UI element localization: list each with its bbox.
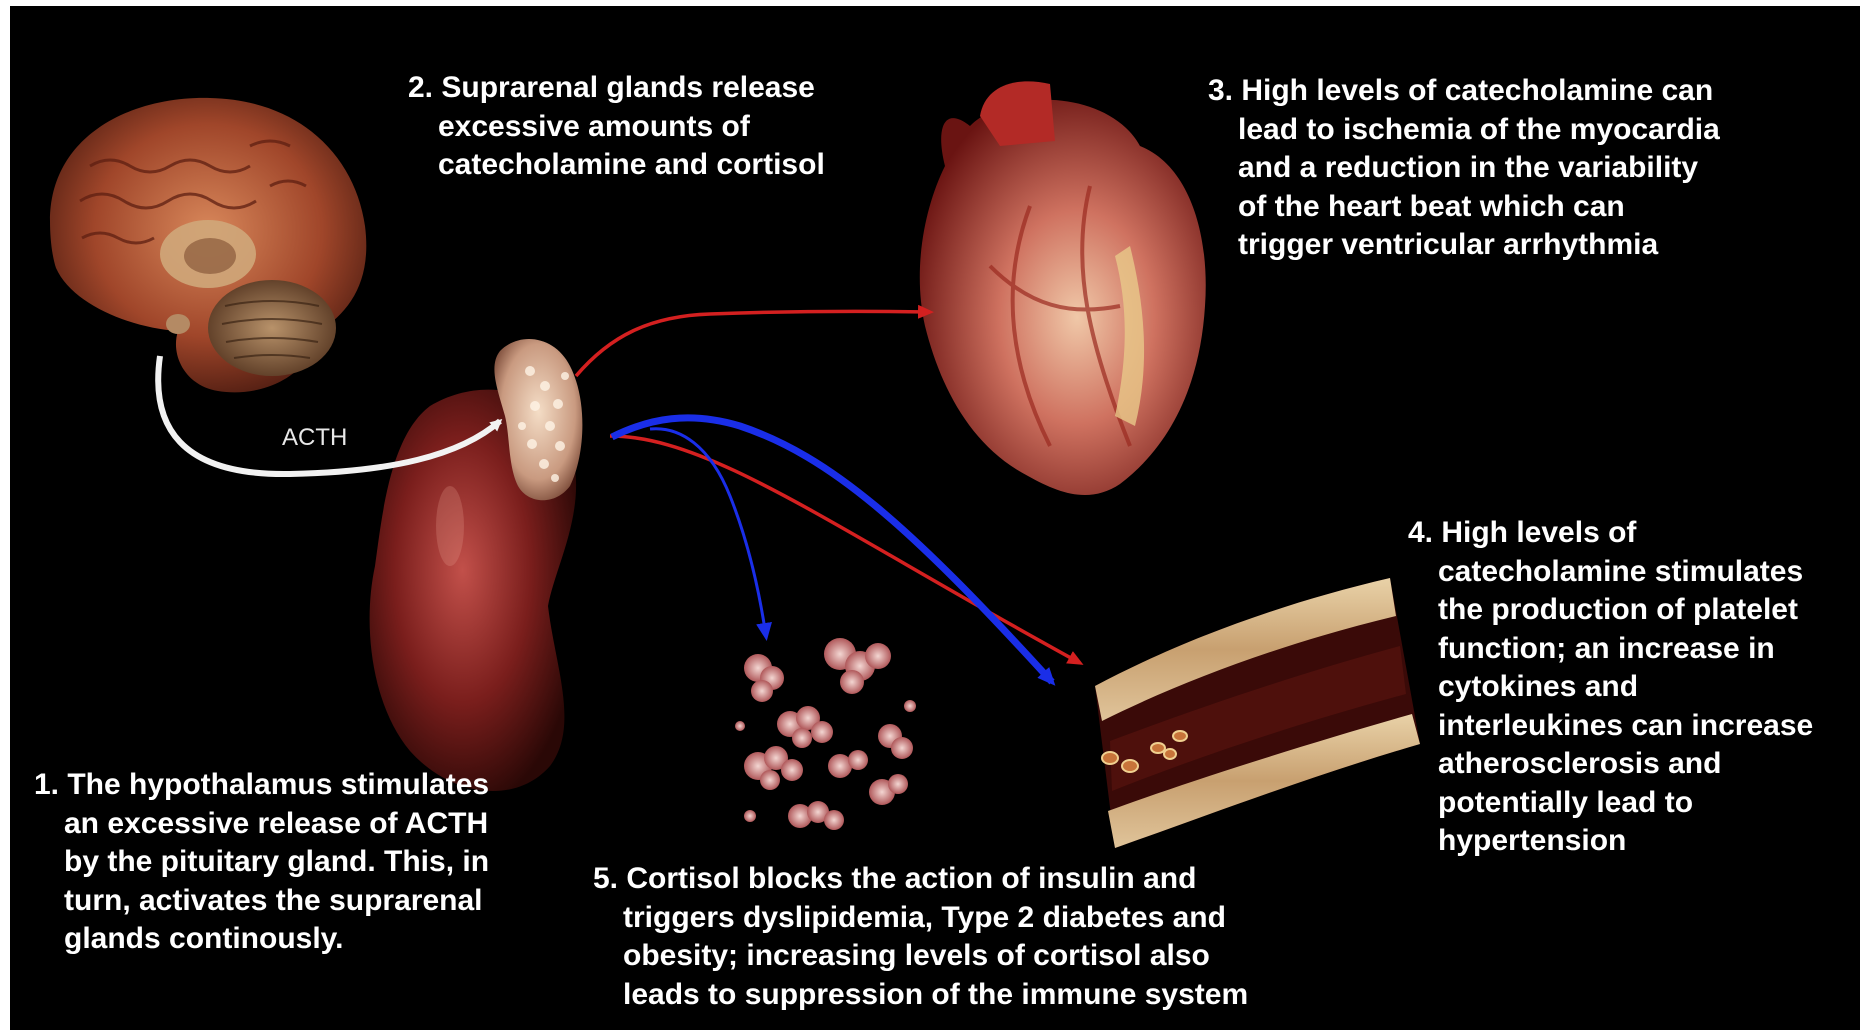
caption-line: lead to ischemia of the myocardia	[1208, 111, 1720, 150]
caption-step-1: 1. The hypothalamus stimulates an excess…	[34, 766, 489, 959]
caption-line: 3. High levels of catecholamine can	[1208, 72, 1720, 111]
acth-label: ACTH	[282, 424, 347, 452]
diagram-canvas: ACTH 1. The hypothalamus stimulates an e…	[10, 6, 1860, 1030]
caption-line: 1. The hypothalamus stimulates	[34, 766, 489, 805]
caption-line: glands continously.	[34, 920, 489, 959]
caption-line: excessive amounts of	[408, 108, 825, 147]
caption-step-3: 3. High levels of catecholamine can lead…	[1208, 72, 1720, 265]
caption-line: the production of platelet	[1408, 591, 1813, 630]
caption-line: leads to suppression of the immune syste…	[593, 976, 1248, 1015]
caption-line: 2. Suprarenal glands release	[408, 69, 825, 108]
caption-step-2: 2. Suprarenal glands release excessive a…	[408, 69, 825, 185]
caption-line: turn, activates the suprarenal	[34, 882, 489, 921]
catecholamine-arrow-to-vessel	[610, 436, 1080, 663]
caption-line: and a reduction in the variability	[1208, 149, 1720, 188]
blood-vessel-illustration	[1095, 578, 1420, 848]
caption-line: atherosclerosis and	[1408, 745, 1813, 784]
caption-line: obesity; increasing levels of cortisol a…	[593, 937, 1248, 976]
caption-line: interleukines can increase	[1408, 707, 1813, 746]
caption-line: potentially lead to	[1408, 784, 1813, 823]
caption-line: an excessive release of ACTH	[34, 805, 489, 844]
caption-line: catecholamine and cortisol	[408, 146, 825, 185]
caption-line: by the pituitary gland. This, in	[34, 843, 489, 882]
caption-line: cytokines and	[1408, 668, 1813, 707]
brain-illustration	[50, 98, 366, 392]
heart-illustration	[920, 81, 1206, 495]
caption-line: triggers dyslipidemia, Type 2 diabetes a…	[593, 899, 1248, 938]
catecholamine-arrow-to-heart	[576, 311, 930, 376]
caption-line: 5. Cortisol blocks the action of insulin…	[593, 860, 1248, 899]
caption-step-4: 4. High levels of catecholamine stimulat…	[1408, 514, 1813, 861]
fat-cells-illustration	[735, 638, 916, 830]
caption-line: hypertension	[1408, 822, 1813, 861]
caption-step-5: 5. Cortisol blocks the action of insulin…	[593, 860, 1248, 1014]
caption-line: catecholamine stimulates	[1408, 553, 1813, 592]
caption-line: trigger ventricular arrhythmia	[1208, 226, 1720, 265]
caption-line: of the heart beat which can	[1208, 188, 1720, 227]
caption-line: 4. High levels of	[1408, 514, 1813, 553]
caption-line: function; an increase in	[1408, 630, 1813, 669]
